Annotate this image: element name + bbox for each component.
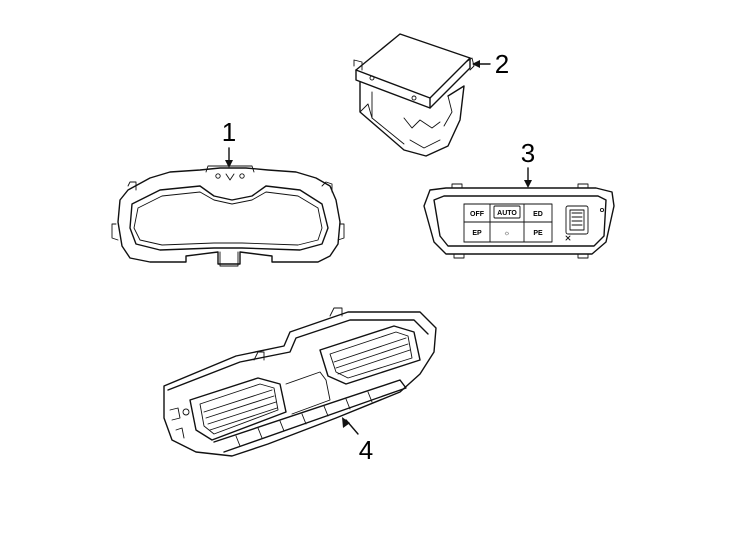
callout-3-label: 3 xyxy=(521,138,535,168)
head-up-display xyxy=(353,33,475,157)
dash-vent-panel xyxy=(163,307,437,457)
callout-2-leader xyxy=(472,60,491,68)
callout-2-label: 2 xyxy=(495,49,509,79)
callout-4-label: 4 xyxy=(359,435,373,465)
button-auto-label: AUTO xyxy=(497,210,517,217)
button-off-label: OFF xyxy=(470,211,485,218)
button-ep-label: EP xyxy=(472,230,482,237)
button-pe-label: PE xyxy=(533,230,543,237)
button-ed-label: ED xyxy=(533,211,543,218)
callout-1-leader xyxy=(225,147,233,168)
light-switch-panel: OFF AUTO ED EP ☼ PE xyxy=(423,183,615,259)
button-light-label: ☼ xyxy=(504,230,510,237)
callout-1-label: 1 xyxy=(222,117,236,147)
callout-3-leader xyxy=(524,167,532,188)
callout-4-leader xyxy=(342,417,359,435)
instrument-cluster xyxy=(111,165,345,267)
